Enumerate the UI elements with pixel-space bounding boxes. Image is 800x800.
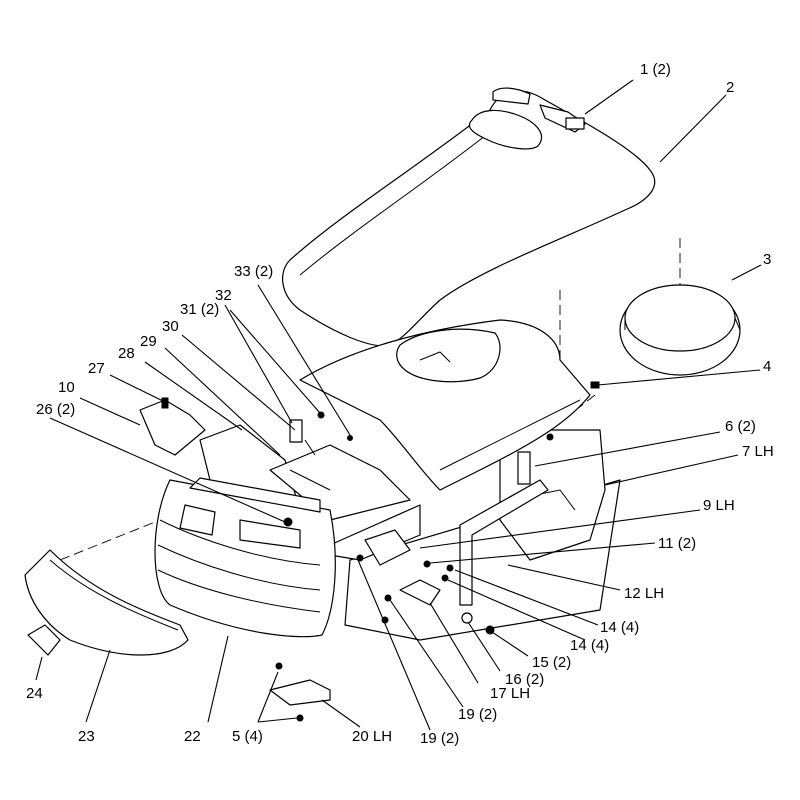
callout-20: 20 LH (352, 728, 392, 745)
callout-30: 30 (162, 318, 179, 335)
callout-9: 9 LH (703, 497, 735, 514)
leader-lines (35, 79, 762, 731)
callout-1: 1 (2) (640, 61, 671, 78)
grille-22 (154, 477, 336, 638)
callout-17: 17 LH (490, 685, 530, 702)
callout-23: 23 (78, 728, 95, 745)
callout-11: 11 (2) (658, 535, 696, 552)
callout-16: 16 (2) (505, 671, 544, 688)
callout-27: 27 (88, 360, 105, 377)
callout-19b: 19 (2) (420, 730, 459, 747)
callout-24: 24 (26, 685, 43, 702)
clip-4 (590, 381, 600, 389)
ring-3 (619, 284, 741, 376)
callout-33: 33 (2) (234, 263, 273, 280)
callout-labels: 1 (2) 2 3 4 6 (2) 7 LH 9 LH 11 (2) 12 LH… (26, 61, 774, 747)
hardware-group (275, 433, 554, 722)
callout-28: 28 (118, 345, 135, 362)
callout-15: 15 (2) (532, 654, 571, 671)
callout-14a: 14 (4) (600, 619, 639, 636)
callout-3: 3 (763, 251, 771, 268)
callout-4: 4 (763, 358, 771, 375)
callout-31: 31 (2) (180, 301, 219, 318)
hood-2 (282, 87, 656, 347)
callout-19a: 19 (2) (458, 706, 497, 723)
callout-32: 32 (215, 287, 232, 304)
callout-5: 5 (4) (232, 728, 263, 745)
fasteners-31-33 (289, 411, 353, 456)
bracket-20 (269, 679, 331, 706)
callout-29: 29 (140, 333, 157, 350)
callout-12: 12 LH (624, 585, 664, 602)
emblem-24 (27, 624, 61, 656)
bracket-10 (139, 397, 206, 456)
apron-23 (24, 549, 189, 656)
callout-14b: 14 (4) (570, 637, 609, 654)
callout-10: 10 (58, 379, 75, 396)
callout-2: 2 (726, 79, 734, 96)
callout-7: 7 LH (742, 443, 774, 460)
callout-26: 26 (2) (36, 401, 75, 418)
callout-22: 22 (184, 728, 201, 745)
callout-6: 6 (2) (725, 418, 756, 435)
side-bracket-7 (459, 451, 549, 606)
dash-panel (299, 319, 591, 491)
